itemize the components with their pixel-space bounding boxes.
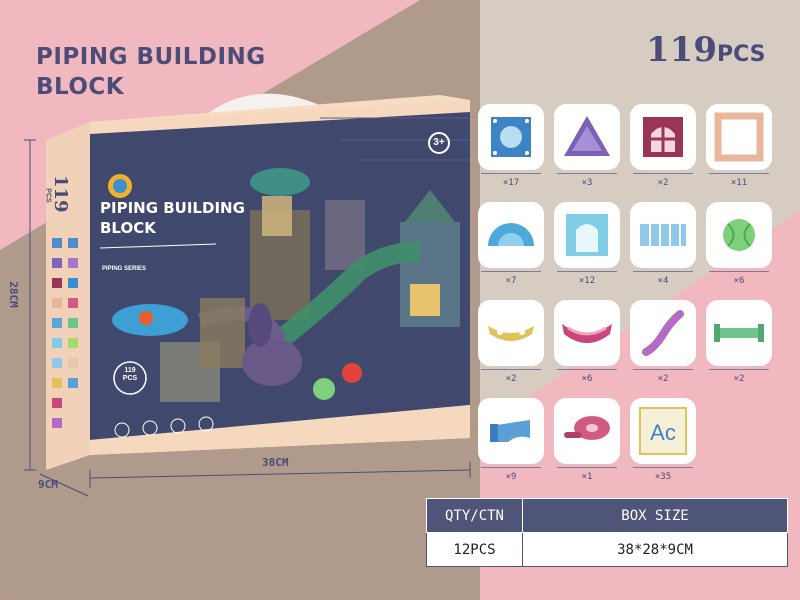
pink-curve-track-icon [562,324,612,343]
part-quantity: ×11 [730,178,748,188]
spec-table: QTY/CTN BOX SIZE 12PCS 38*28*9CM [426,498,788,568]
part-quantity: ×7 [505,276,517,286]
part-item: Ac ×35 [630,398,696,482]
part-quantity: ×3 [581,178,593,188]
part-quantity: ×12 [578,276,596,286]
letter-card-label: Ac [650,420,676,445]
arched-window-panel-icon [643,117,683,157]
part-quantity: ×6 [581,374,593,384]
door-panel-icon [566,214,608,256]
parts-grid: ×17 ×3 ×2 [478,104,788,494]
piece-count: 119PCS [646,30,766,70]
part-quantity: ×6 [733,276,745,286]
half-circle-panel-icon [488,223,534,246]
box-side-count: 119 [50,175,71,213]
piece-count-unit: PCS [716,42,766,67]
part-quantity: ×1 [581,472,593,482]
letter-card-icon: Ac [639,407,687,455]
spec-header-size: BOX SIZE [522,498,788,533]
product-box-illustration [24,93,471,497]
box-side-unit: PCS [44,188,52,203]
part-quantity: ×2 [657,374,669,384]
box-title: PIPING BUILDING BLOCK [100,199,245,237]
part-item: ×2 [706,300,772,384]
yellow-curve-track-icon [488,326,534,341]
dimension-length: 38CM [262,456,289,469]
part-item: ×11 [706,104,772,188]
part-quantity: ×2 [733,374,745,384]
funnel-track-icon [564,416,610,440]
part-quantity: ×2 [505,374,517,384]
part-quantity: ×2 [657,178,669,188]
box-badge-number: 119 [124,367,136,374]
fence-panel-icon [640,224,686,246]
part-item: ×9 [478,398,544,482]
spec-header-row: QTY/CTN BOX SIZE [426,498,788,533]
part-item: ×17 [478,104,544,188]
part-item: ×2 [630,300,696,384]
page-title: PIPING BUILDING BLOCK [36,44,266,100]
part-quantity: ×35 [654,472,672,482]
spec-value-qty: 12PCS [426,532,523,567]
part-quantity: ×9 [505,472,517,482]
dimension-depth: 9CM [38,478,58,491]
blue-corner-track-icon [490,420,530,442]
part-quantity: ×4 [657,276,669,286]
piece-count-number: 119 [646,30,717,70]
part-item: ×12 [554,202,620,286]
part-item: ×1 [554,398,620,482]
square-window-panel-icon [491,117,531,157]
part-item: ×2 [630,104,696,188]
box-series-label: PIPING SERIES [102,266,147,272]
age-badge: 3+ [428,132,450,154]
part-item: ×7 [478,202,544,286]
dimension-height: 28CM [6,281,20,308]
spec-header-qty: QTY/CTN [426,498,523,533]
part-item: ×2 [478,300,544,384]
square-frame-panel-icon [714,112,764,162]
part-quantity: ×17 [502,178,520,188]
green-straight-track-icon [714,324,764,342]
part-item: ×4 [630,202,696,286]
triangle-panel-icon [564,116,610,156]
box-piece-badge: 119 PCS [116,367,144,383]
ball-icon [723,219,755,251]
spec-value-row: 12PCS 38*28*9CM [426,532,788,567]
part-item: ×6 [554,300,620,384]
part-item: ×3 [554,104,620,188]
slide-tube-icon [642,310,684,356]
spec-value-size: 38*28*9CM [522,532,788,567]
part-item: ×6 [706,202,772,286]
box-badge-unit: PCS [122,375,138,382]
